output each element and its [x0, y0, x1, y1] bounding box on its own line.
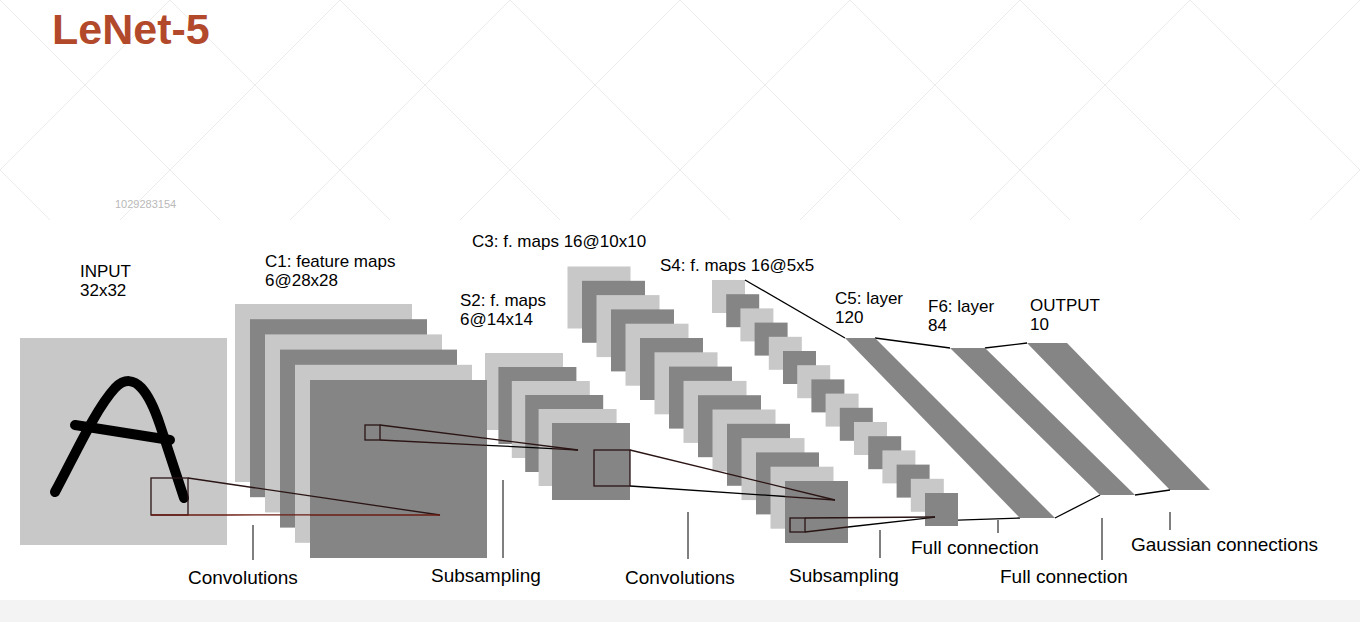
- letter-crossbar: [75, 425, 170, 440]
- layer-heading: INPUT 32x32: [80, 263, 160, 300]
- leader-line: [1102, 518, 1103, 560]
- projection-line: [805, 517, 935, 518]
- receptive-fields: [151, 425, 935, 532]
- leader-line: [998, 520, 999, 533]
- leader-line: [1170, 512, 1171, 530]
- bottom-strip: [0, 600, 1360, 622]
- projection-line: [785, 497, 835, 500]
- band-outline: [845, 338, 1055, 518]
- output-band: OUTPUT 10: [1027, 343, 1210, 490]
- projection-line: [310, 514, 440, 515]
- connection-line: [745, 280, 845, 338]
- connection-line: [848, 518, 925, 527]
- layer-heading: S2: f. maps 6@14x14: [460, 292, 570, 329]
- layer-band: C5: layer 120: [845, 338, 1055, 518]
- receptive-field-square: [365, 425, 380, 440]
- projection-line: [188, 478, 440, 515]
- connection-line: [1055, 495, 1100, 518]
- projection-line: [552, 449, 578, 450]
- connection-line: [985, 343, 1027, 348]
- receptive-field-square: [594, 450, 630, 486]
- projection-line: [380, 440, 487, 445]
- layer-heading: C3: f. maps 16@10x10: [472, 233, 646, 252]
- letter-stroke: [55, 381, 184, 498]
- layer-heading: F6: layer 84: [928, 298, 1006, 335]
- feature-map: S2: f. maps 6@14x14: [552, 423, 630, 500]
- leader-line: [253, 525, 254, 560]
- band-shape: [845, 338, 1055, 518]
- leader-line: [880, 530, 881, 558]
- full-connection-lines: [745, 280, 1170, 518]
- band-outline: [1027, 343, 1210, 490]
- feature-map: C1: feature maps 6@28x28: [310, 380, 487, 558]
- projection-line: [925, 517, 935, 518]
- connection-line: [875, 338, 950, 348]
- band-shape: [1027, 343, 1210, 490]
- letter-a-drawing: [55, 381, 184, 498]
- input-image: INPUT 32x32: [20, 338, 227, 545]
- feature-map: S4: f. maps 16@5x5: [925, 493, 958, 526]
- layer-heading: OUTPUT 10: [1030, 297, 1112, 334]
- connection-line: [227, 514, 310, 515]
- projection-line: [380, 425, 578, 450]
- receptive-field-square: [151, 478, 188, 515]
- connection-line: [1135, 490, 1170, 495]
- leader-line: [688, 512, 689, 559]
- figure-ground: [0, 220, 1360, 600]
- layer-heading: S4: f. maps 16@5x5: [660, 257, 814, 276]
- leader-line: [503, 480, 504, 558]
- layer-heading: C1: feature maps 6@28x28: [265, 253, 425, 290]
- connection-line: [958, 518, 1020, 520]
- projection-line: [805, 527, 848, 532]
- receptive-field-square: [790, 518, 805, 532]
- projection-line: [630, 450, 835, 500]
- connection-line: [630, 486, 785, 497]
- layer-heading: C5: layer 120: [835, 290, 920, 327]
- leader-lines: [253, 480, 1170, 560]
- projection-line: [151, 514, 227, 515]
